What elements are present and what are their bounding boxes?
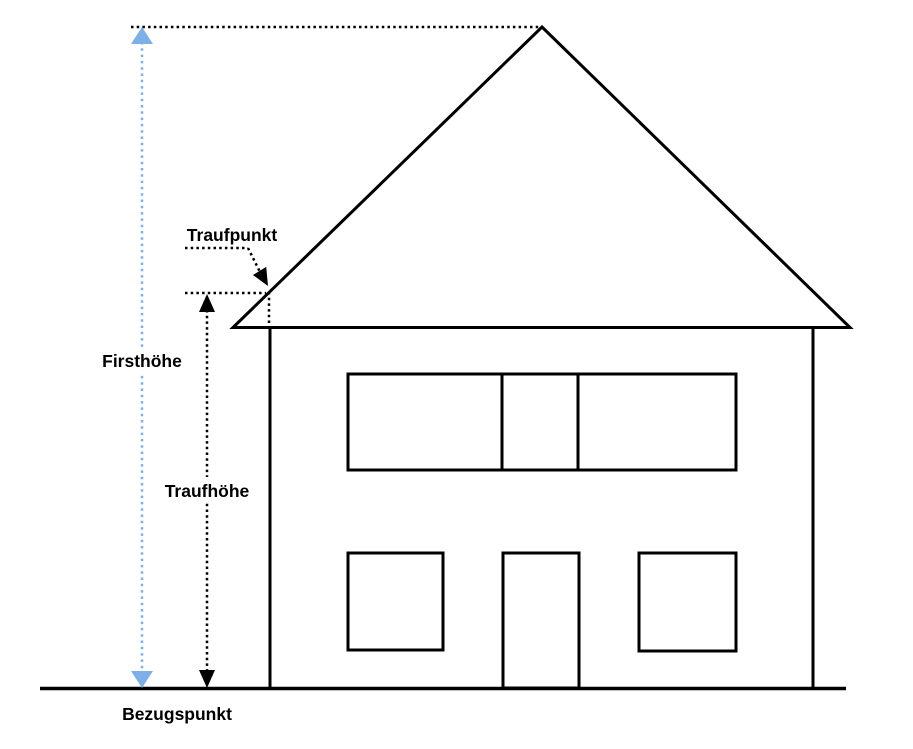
eaves-point-leader-line <box>246 247 263 275</box>
ridge-height-arrow-up <box>131 27 153 44</box>
lower-right-window <box>637 551 738 653</box>
reference-point-label: Bezugspunkt <box>122 704 232 724</box>
eaves-height-arrow-up <box>199 294 215 312</box>
upper-left-window <box>346 372 504 472</box>
roof-outline <box>229 24 854 329</box>
eaves-point-leader-arrow <box>252 266 268 286</box>
eaves-height-label: Traufhöhe <box>165 481 250 501</box>
eaves-height-arrow-down <box>199 670 215 688</box>
ridge-height-arrow-down <box>131 671 153 688</box>
ridge-height-label-mask <box>96 347 188 373</box>
lower-left-window <box>346 551 445 652</box>
upper-middle-panel <box>500 372 580 472</box>
ridge-height-label: Firsthöhe <box>102 351 182 371</box>
eaves-point-label: Traufpunkt <box>187 225 278 245</box>
eaves-height-label-mask <box>161 477 253 503</box>
door <box>501 551 581 690</box>
upper-right-window <box>576 372 738 472</box>
